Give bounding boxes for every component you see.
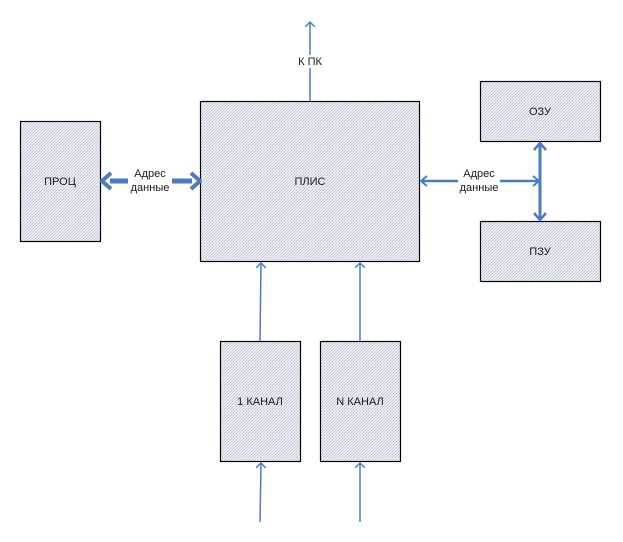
block-pzu: ПЗУ	[479, 220, 602, 283]
block-plis-label: ПЛИС	[295, 176, 326, 188]
arrow-to-pc: К ПК	[298, 22, 322, 101]
block-channel-n: N КАНАЛ	[319, 340, 402, 463]
block-channel-n-label: N КАНАЛ	[336, 396, 384, 408]
proc-bus-label-line1: Адрес	[134, 168, 166, 180]
arrow-proc-plis-bus: Адрес данные	[100, 168, 202, 194]
proc-bus-label-line2: данные	[131, 182, 170, 194]
block-proc: ПРОЦ	[19, 120, 102, 243]
block-ozu-label: ОЗУ	[529, 106, 552, 118]
block-ozu: ОЗУ	[479, 80, 602, 143]
block-channel-1-label: 1 КАНАЛ	[237, 396, 283, 408]
mem-bus-label-line2: данные	[460, 182, 499, 194]
block-channel-1: 1 КАНАЛ	[219, 340, 302, 463]
arrow-input-to-channel-1	[260, 463, 261, 523]
arrow-plis-memory-bus: Адрес данные	[419, 168, 541, 194]
mem-bus-label-line1: Адрес	[463, 168, 495, 180]
block-plis: ПЛИС	[199, 100, 421, 263]
to-pc-label: К ПК	[298, 56, 322, 68]
arrow-channel-1-to-plis	[260, 263, 261, 342]
block-pzu-label: ПЗУ	[529, 246, 551, 258]
block-proc-label: ПРОЦ	[44, 176, 76, 188]
arrow-ozu-pzu-bus	[533, 141, 547, 222]
